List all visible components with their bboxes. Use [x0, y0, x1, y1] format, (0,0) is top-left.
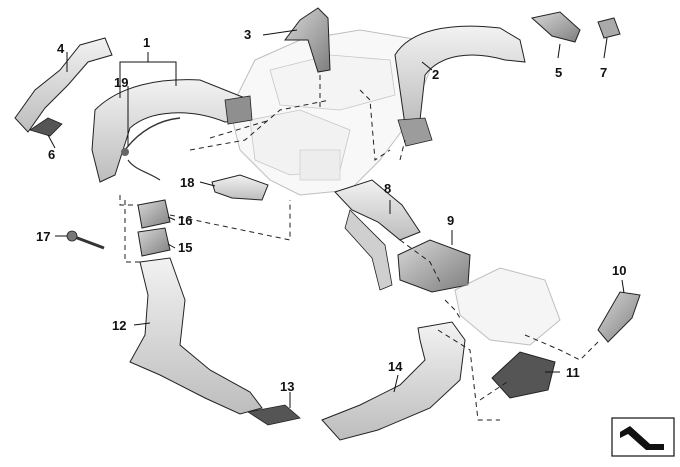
part-12-duct — [129, 257, 263, 415]
callout-8: 8 — [384, 181, 392, 196]
part-14-duct — [321, 321, 466, 441]
callout-4: 4 — [57, 41, 65, 56]
callout-9: 9 — [447, 213, 455, 228]
callout-18: 18 — [180, 175, 195, 190]
hvac-housing — [229, 29, 431, 196]
part-6-clip — [29, 117, 63, 137]
part-15-block — [137, 227, 171, 257]
part-18-nozzle — [211, 174, 269, 201]
part-17-pin — [66, 230, 105, 250]
callout-1: 1 — [143, 35, 151, 50]
leader-lines — [47, 29, 625, 408]
part-3-duct — [284, 7, 331, 73]
callout-2: 2 — [432, 67, 440, 82]
rear-housing — [454, 267, 561, 346]
callout-7: 7 — [600, 65, 608, 80]
part-8-duct — [334, 179, 421, 291]
part-13-end — [246, 404, 301, 426]
part-9-duct — [397, 239, 471, 293]
callout-14: 14 — [388, 359, 403, 374]
callout-17: 17 — [36, 229, 51, 244]
part-2-duct — [394, 25, 526, 147]
callout-3: 3 — [244, 27, 252, 42]
part-11-tray — [491, 351, 556, 399]
corner-symbol — [611, 417, 675, 457]
callout-15: 15 — [178, 240, 193, 255]
callout-11: 11 — [566, 365, 580, 380]
callout-16: 16 — [178, 213, 193, 228]
part-1-duct — [91, 79, 253, 183]
callout-10: 10 — [612, 263, 627, 278]
callout-19: 19 — [114, 75, 129, 90]
part-19-sensor — [121, 117, 181, 181]
assembly-lines — [119, 75, 601, 421]
part-4-duct — [14, 37, 113, 133]
callout-12: 12 — [112, 318, 127, 333]
part-5-piece — [530, 11, 581, 43]
callout-6: 6 — [48, 147, 56, 162]
callout-13: 13 — [280, 379, 295, 394]
part-10-duct — [597, 291, 641, 343]
part-7-piece — [597, 17, 621, 39]
part-16-block — [137, 199, 171, 229]
callout-5: 5 — [555, 65, 563, 80]
